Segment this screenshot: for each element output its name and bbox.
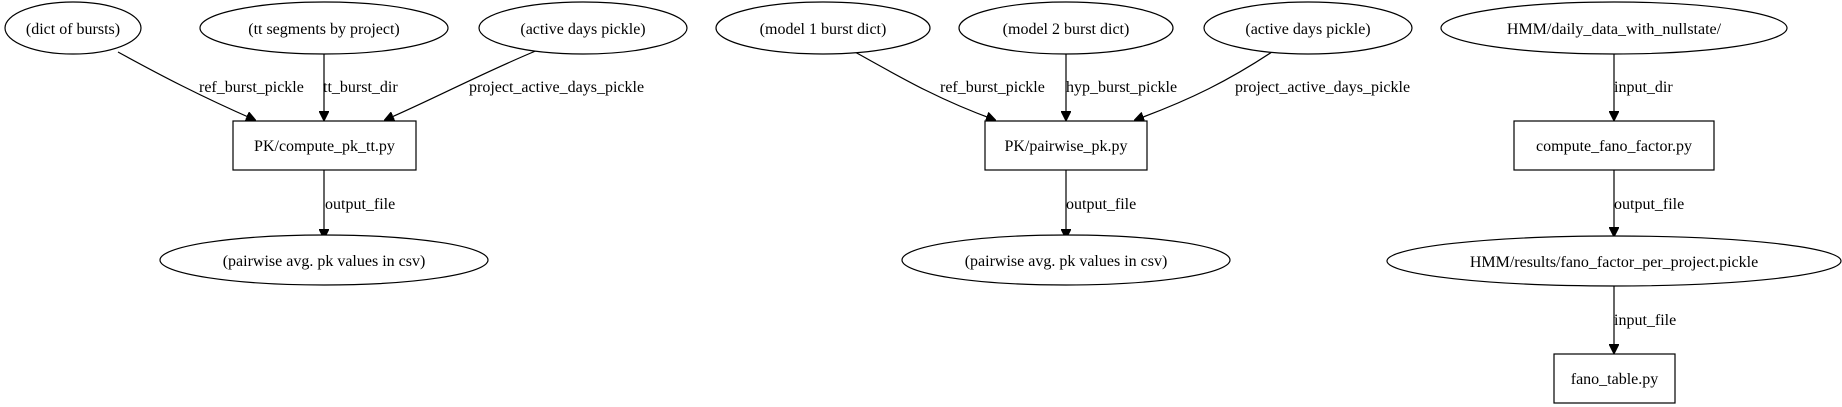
node-hmm-daily-data: HMM/daily_data_with_nullstate/	[1440, 1, 1788, 55]
node-label-compute-pk-tt-script: PK/compute_pk_tt.py	[254, 138, 395, 155]
node-label-model-2-burst-dict: (model 2 burst dict)	[1003, 21, 1130, 38]
node-model-1-burst-dict: (model 1 burst dict)	[715, 1, 931, 55]
graph-compute-pk-tt: ref_burst_pickle tt_burst_dir project_ac…	[4, 1, 688, 286]
edge-label-input-file: input_file	[1614, 312, 1676, 329]
edge-label-ref-burst-pickle-2: ref_burst_pickle	[940, 79, 1045, 96]
node-tt-segments-by-project: (tt segments by project)	[199, 1, 449, 55]
node-label-hmm-daily-data: HMM/daily_data_with_nullstate/	[1507, 21, 1722, 38]
edge-ref-burst-pickle-1	[117, 51, 255, 120]
node-label-fano-table-script: fano_table.py	[1571, 371, 1659, 388]
node-label-dict-of-bursts: (dict of bursts)	[26, 21, 120, 38]
graph-fano-factor: input_dir output_file input_file HMM/dai…	[1386, 1, 1842, 404]
edge-label-input-dir: input_dir	[1614, 79, 1673, 96]
node-pairwise-avg-pk-csv-1: (pairwise avg. pk values in csv)	[159, 234, 489, 286]
edge-label-tt-burst-dir: tt_burst_dir	[323, 79, 398, 96]
node-compute-fano-factor-script: compute_fano_factor.py	[1513, 120, 1715, 171]
node-label-pairwise-pk-script: PK/pairwise_pk.py	[1004, 138, 1127, 155]
edge-label-hyp-burst-pickle: hyp_burst_pickle	[1066, 79, 1177, 96]
edge-project-active-days-pickle-2	[1135, 49, 1276, 120]
node-model-2-burst-dict: (model 2 burst dict)	[958, 1, 1174, 55]
node-fano-table-script: fano_table.py	[1553, 353, 1676, 404]
node-label-pairwise-avg-pk-csv-1: (pairwise avg. pk values in csv)	[223, 253, 426, 270]
edge-label-output-file-3: output_file	[1614, 196, 1684, 213]
node-active-days-pickle-2: (active days pickle)	[1203, 1, 1413, 55]
edge-label-output-file-2: output_file	[1066, 196, 1136, 213]
node-label-tt-segments-by-project: (tt segments by project)	[248, 21, 400, 38]
node-label-active-days-pickle-1: (active days pickle)	[520, 21, 645, 38]
graph-pairwise-pk: ref_burst_pickle hyp_burst_pickle projec…	[715, 1, 1413, 286]
edge-label-ref-burst-pickle-1: ref_burst_pickle	[199, 79, 304, 96]
node-active-days-pickle-1: (active days pickle)	[478, 1, 688, 55]
node-compute-pk-tt-script: PK/compute_pk_tt.py	[232, 120, 417, 171]
edge-project-active-days-pickle-1	[385, 49, 539, 120]
node-pairwise-avg-pk-csv-2: (pairwise avg. pk values in csv)	[901, 234, 1231, 286]
node-label-active-days-pickle-2: (active days pickle)	[1245, 21, 1370, 38]
node-label-fano-factor-pickle: HMM/results/fano_factor_per_project.pick…	[1470, 254, 1758, 271]
edge-label-project-active-days-pickle-1: project_active_days_pickle	[469, 79, 644, 96]
node-pairwise-pk-script: PK/pairwise_pk.py	[984, 120, 1148, 171]
node-dict-of-bursts: (dict of bursts)	[4, 1, 142, 55]
node-fano-factor-pickle: HMM/results/fano_factor_per_project.pick…	[1386, 235, 1842, 287]
node-label-model-1-burst-dict: (model 1 burst dict)	[760, 21, 887, 38]
node-label-compute-fano-factor-script: compute_fano_factor.py	[1536, 138, 1692, 155]
edge-ref-burst-pickle-2	[854, 51, 995, 120]
node-label-pairwise-avg-pk-csv-2: (pairwise avg. pk values in csv)	[965, 253, 1168, 270]
edge-label-project-active-days-pickle-2: project_active_days_pickle	[1235, 79, 1410, 96]
edge-label-output-file-1: output_file	[325, 196, 395, 213]
